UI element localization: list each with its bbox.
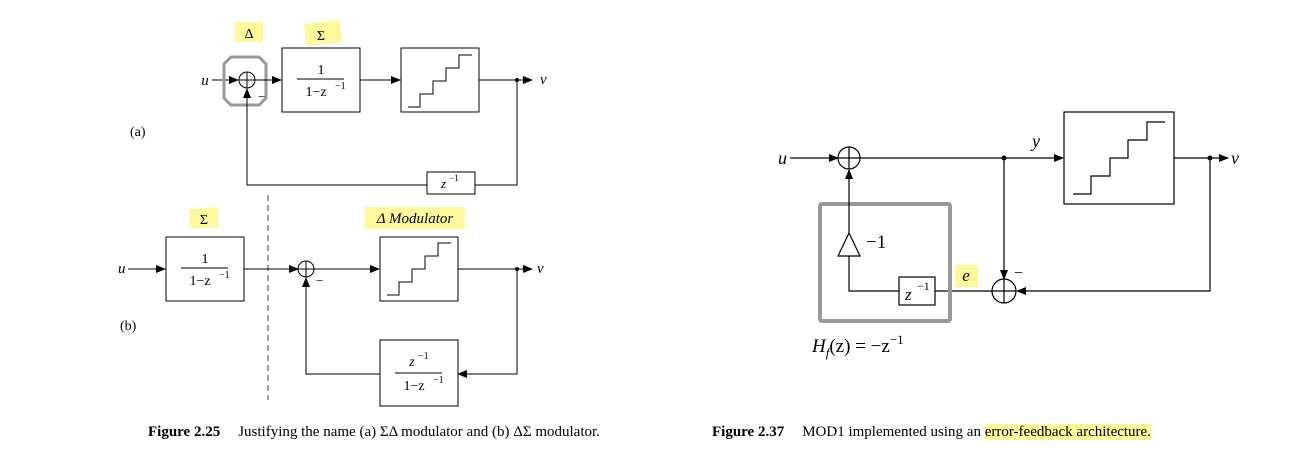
delta-label: Δ (244, 27, 253, 42)
minus-sign: − (258, 89, 265, 104)
caption-2-25: Figure 2.25 Justifying the name (a) ΣΔ mo… (148, 424, 600, 441)
delay-block-37 (898, 276, 936, 306)
caption-text: MOD1 implemented using an (802, 424, 985, 440)
e-highlight (955, 265, 978, 287)
svg-text:−1: −1 (917, 279, 930, 293)
caption-2-37: Figure 2.37 MOD1 implemented using an err… (712, 424, 1151, 441)
modulator-label: Δ Modulator (376, 211, 454, 227)
caption-text: Justifying the name (a) ΣΔ modulator and… (238, 424, 600, 440)
svg-text:−1: −1 (449, 173, 459, 183)
svg-text:1: 1 (202, 252, 209, 267)
svg-text:−1: −1 (418, 351, 429, 362)
svg-text:Σ: Σ (200, 213, 208, 228)
sigma-highlight-b (189, 207, 219, 229)
hf-filter-box (818, 202, 952, 323)
e-label: e (962, 266, 970, 285)
gain-triangle (837, 231, 861, 257)
delta-octagon (222, 55, 268, 107)
figure-2-37: u y v − e z −1 −1 Hf(z) = −z−1 (778, 111, 1239, 360)
hf-equation: Hf(z) = −z−1 (811, 332, 904, 360)
y-label: y (1030, 131, 1040, 151)
delay-block (426, 171, 476, 195)
svg-text:−1: −1 (433, 375, 444, 386)
svg-text:−1: −1 (219, 270, 230, 281)
integrator-block-b (165, 236, 245, 302)
sigma-highlight (303, 20, 343, 46)
figure-2-25b: Σ Δ Modulator u 1 1−z −1 − v z −1 1−z −1… (118, 207, 544, 407)
sigma-label: Σ (317, 29, 325, 44)
output-v-b: v (537, 261, 544, 277)
integrator-block (281, 47, 361, 113)
staircase-icon-b (387, 242, 451, 296)
label-b: (b) (120, 319, 137, 334)
svg-text:−1: −1 (335, 81, 346, 92)
input-u-b: u (118, 261, 126, 277)
caption-label: Figure 2.37 (712, 424, 785, 440)
quantizer-block (400, 47, 480, 113)
svg-text:z: z (904, 285, 912, 304)
output-v-37: v (1231, 148, 1239, 168)
input-u-37: u (778, 148, 787, 168)
output-v: v (540, 72, 547, 88)
svg-text:z: z (408, 355, 415, 370)
figure-2-25a: Δ Σ u − 1 1−z −1 v z −1 (a) (130, 20, 547, 195)
svg-text:1: 1 (318, 63, 325, 78)
svg-text:−: − (316, 273, 323, 288)
staircase-icon-37 (1073, 121, 1165, 195)
modulator-highlight (365, 207, 465, 229)
svg-text:1−z: 1−z (403, 379, 424, 394)
delta-highlight (235, 22, 263, 42)
input-u: u (201, 73, 209, 89)
staircase-icon (408, 54, 472, 108)
svg-text:1−z: 1−z (189, 274, 210, 289)
caption-highlight: error-feedback architecture. (984, 424, 1151, 440)
caption-label: Figure 2.25 (148, 424, 221, 440)
label-a: (a) (130, 125, 146, 140)
gain-label: −1 (866, 232, 886, 253)
svg-text:−: − (1014, 265, 1023, 282)
svg-text:z: z (440, 176, 446, 191)
svg-text:1−z: 1−z (305, 85, 326, 100)
